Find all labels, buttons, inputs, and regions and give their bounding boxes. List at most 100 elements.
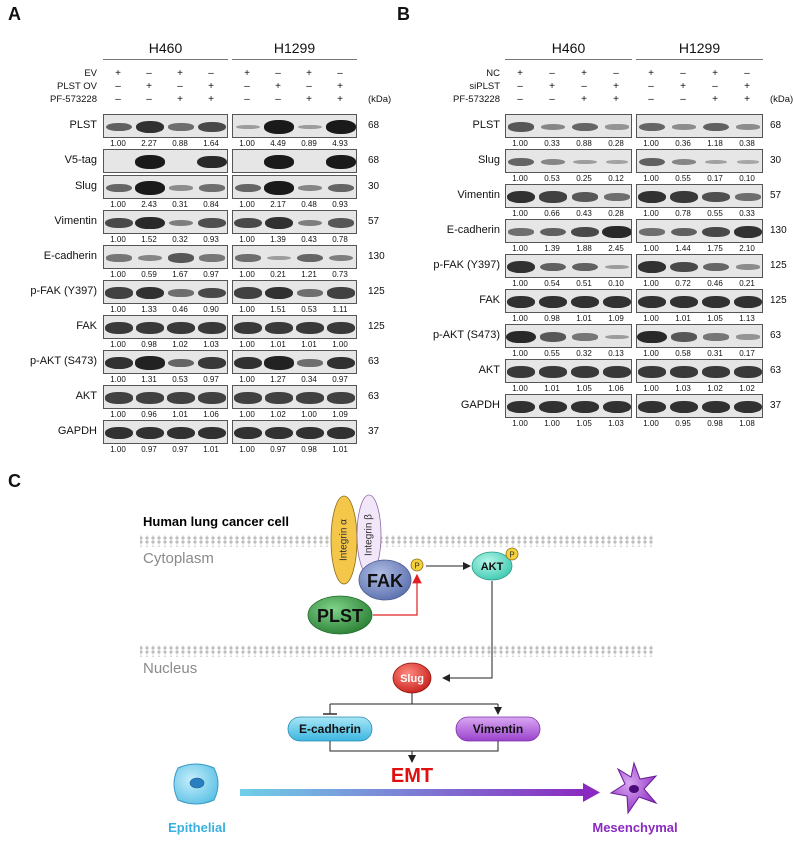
protein-band: [571, 226, 599, 238]
blot-membrane: [232, 350, 357, 374]
quantification-value: 0.13: [608, 349, 624, 358]
quantification-value: 1.51: [270, 305, 286, 314]
blot-membrane: [232, 245, 357, 269]
protein-band: [672, 124, 696, 130]
protein-band: [297, 253, 323, 263]
protein-band: [639, 228, 665, 236]
condition-sign: –: [680, 94, 686, 105]
condition-sign: +: [680, 81, 686, 92]
protein-band: [326, 120, 356, 134]
quantification-value: 1.02: [270, 410, 286, 419]
protein-band: [104, 356, 134, 370]
quantification-value: 1.03: [608, 419, 624, 428]
blot-membrane: [505, 114, 632, 138]
quantification-value: 0.21: [270, 270, 286, 279]
protein-band: [105, 122, 133, 132]
protein-band: [326, 426, 356, 440]
molecular-weight-label: 63: [368, 391, 380, 402]
quantification-value: 0.51: [576, 279, 592, 288]
protein-band: [669, 400, 699, 414]
quantification-value: 1.00: [239, 200, 255, 209]
molecular-weight-label: 125: [770, 260, 787, 271]
condition-sign: –: [275, 68, 281, 79]
quantification-value: 0.17: [707, 174, 723, 183]
quantification-value: 0.73: [332, 270, 348, 279]
quantification-value: 1.00: [512, 279, 528, 288]
protein-band: [669, 191, 699, 203]
quantification-value: 1.01: [301, 340, 317, 349]
protein-band: [637, 295, 667, 309]
condition-sign: –: [648, 94, 654, 105]
quantification-value: 0.53: [544, 174, 560, 183]
molecular-weight-label: 30: [770, 155, 782, 166]
condition-sign: –: [517, 94, 523, 105]
quantification-value: 0.97: [203, 270, 219, 279]
condition-sign: –: [146, 68, 152, 79]
quantification-value: 0.34: [301, 375, 317, 384]
molecular-weight-label: 130: [770, 225, 787, 236]
blot-row-label: PLST: [472, 119, 500, 131]
quantification-value: 1.00: [110, 139, 126, 148]
quantification-value: 1.33: [141, 305, 157, 314]
cell-title: Human lung cancer cell: [143, 514, 289, 529]
protein-band: [328, 254, 354, 262]
protein-band: [701, 400, 731, 414]
protein-band: [538, 295, 568, 309]
quantification-value: 0.10: [739, 174, 755, 183]
protein-band: [135, 155, 165, 169]
mesenchymal-cell-icon: [609, 761, 658, 815]
protein-band: [735, 193, 761, 201]
quantification-value: 1.00: [643, 419, 659, 428]
protein-band: [570, 366, 600, 378]
condition-sign: –: [177, 81, 183, 92]
blot-row-label: p-FAK (Y397): [30, 285, 97, 297]
condition-label: EV: [84, 68, 97, 79]
quantification-value: 0.12: [608, 174, 624, 183]
protein-band: [168, 289, 194, 297]
protein-band: [297, 184, 323, 192]
protein-band: [704, 159, 728, 165]
protein-band: [605, 264, 629, 270]
quantification-value: 1.27: [270, 375, 286, 384]
blot-row-label: AKT: [75, 390, 97, 402]
condition-sign: +: [613, 81, 619, 92]
condition-sign: –: [680, 68, 686, 79]
quantification-value: 0.28: [608, 209, 624, 218]
quantification-value: 0.54: [544, 279, 560, 288]
emt-progression-arrow: [240, 789, 585, 796]
blot-membrane: [232, 114, 357, 138]
quantification-value: 0.96: [141, 410, 157, 419]
blot-membrane: [636, 114, 763, 138]
protein-band: [703, 333, 729, 341]
quantification-value: 1.13: [739, 314, 755, 323]
quantification-value: 0.46: [707, 279, 723, 288]
blot-membrane: [232, 280, 357, 304]
condition-sign: –: [517, 81, 523, 92]
quantification-value: 2.17: [270, 200, 286, 209]
protein-band: [327, 218, 355, 228]
protein-band: [168, 358, 194, 368]
protein-band: [297, 219, 323, 227]
quantification-value: 1.00: [239, 375, 255, 384]
quantification-value: 1.06: [608, 384, 624, 393]
quantification-value: 1.67: [172, 270, 188, 279]
condition-sign: –: [146, 94, 152, 105]
molecular-weight-label: 57: [770, 190, 782, 201]
protein-band: [506, 366, 536, 378]
quantification-value: 0.55: [675, 174, 691, 183]
condition-sign: –: [613, 68, 619, 79]
quantification-value: 1.01: [675, 314, 691, 323]
blot-row-label: E-cadherin: [446, 224, 500, 236]
arrow-plst-to-fak: [373, 573, 422, 616]
protein-band: [264, 356, 294, 370]
quantification-value: 0.48: [301, 200, 317, 209]
quantification-value: 1.00: [512, 419, 528, 428]
quantification-value: 1.00: [643, 209, 659, 218]
quantification-value: 0.36: [675, 139, 691, 148]
blot-membrane: [232, 315, 357, 339]
protein-band: [669, 366, 699, 378]
condition-sign: +: [115, 68, 121, 79]
quantification-value: 1.00: [110, 410, 126, 419]
blot-membrane: [636, 359, 763, 383]
protein-band: [197, 322, 227, 334]
